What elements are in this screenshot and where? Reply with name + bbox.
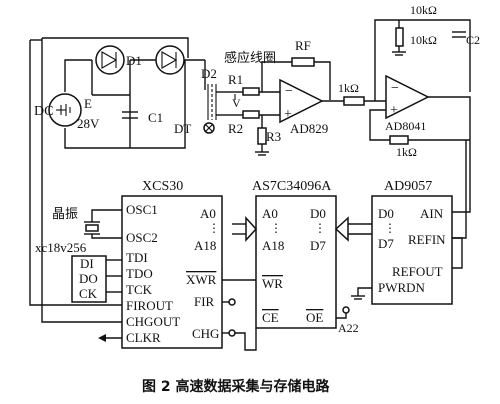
xcs30-pin-firout: FIROUT [126,298,173,313]
xcs30-pin-a18: A18 [194,238,216,253]
ad8041-label: AD8041 [385,119,426,133]
xcs30-pin-osc1: OSC1 [126,202,158,217]
diode-d1 [95,45,125,75]
capacitor-c1 [122,111,138,119]
rf-label: RF [295,38,311,53]
r-1k-b-label: 1kΩ [396,145,417,159]
sram-chip [255,195,337,329]
resistor-r2 [242,110,260,119]
r2-label: R2 [228,121,243,136]
opamp-ad8041 [385,74,430,120]
crystal-label: 晶振 [52,206,78,221]
diode-d2 [155,45,185,75]
ad829-label: AD829 [290,121,328,136]
adc-pin-dots: ⋮ [384,221,396,235]
xcs30-pin-chgout: CHGOUT [126,314,180,329]
voltage-label: 28V [77,116,100,131]
opamp-ad829 [279,78,324,124]
adc-pin-d7: D7 [378,236,394,251]
r3-label: R3 [266,129,281,144]
r-1k-a-label: 1kΩ [338,81,359,95]
r1-label: R1 [228,72,243,87]
resistor-10k-b [395,27,404,47]
prom-pin-di: DI [80,256,94,271]
ad829-minus: − [285,84,293,99]
r-10k-a-label: 10kΩ [410,3,437,17]
xcs30-pin-chg: CHG [192,326,219,341]
dc-label: DC [34,104,53,119]
sram-pin-ce: CE [262,310,279,325]
ad829-plus: + [284,107,292,122]
xcs30-pin-tdo: TDO [126,266,153,281]
d2-label: D2 [201,66,217,81]
prom-pin-do: DO [79,271,98,286]
adc-pin-d0: D0 [378,206,394,221]
c2-label: C2 [466,33,480,47]
ad8041-minus: − [391,81,399,96]
ad8041-plus: + [390,103,398,118]
resistor-1k-a [343,96,365,106]
xcs30-pin-osc2: OSC2 [126,230,158,245]
sram-pin-d0: D0 [310,206,326,221]
e-label: E [84,96,92,111]
adc-pin-ain: AIN [420,206,444,221]
sram-pin-a0: A0 [262,206,278,221]
sram-pin-dots-a: ⋮ [270,221,282,235]
address-bus-arrow [232,216,258,242]
v-label: V [232,96,241,110]
figure-caption: 图 2 高速数据采集与存储电路 [142,378,330,395]
adc-pin-refout: REFOUT [392,264,443,279]
xcs30-pin-dots: ⋮ [208,221,220,235]
xcs30-pin-clkr: CLKR [126,330,161,345]
dt-label: DT [174,121,191,136]
lamp-dt [203,122,215,134]
sram-pin-wr: WR [262,276,283,291]
prom-box [71,255,107,303]
sram-pin-dots-b: ⋮ [314,221,326,235]
adc-title: AD9057 [384,179,432,194]
adc-chip [371,195,453,305]
xcs30-chip [121,195,223,349]
d1-label: D1 [126,53,142,68]
resistor-1k-b [389,135,409,145]
sram-pin-oe: OE [306,310,323,325]
adc-pin-refin: REFIN [408,232,446,247]
coil-label: 感应线圈 [224,50,276,65]
xcs30-title: XCS30 [142,179,183,194]
gate-label: A22 [338,321,359,335]
resistor-r1 [242,87,260,96]
c1-label: C1 [148,110,163,125]
sensing-coil [207,84,217,120]
sram-title: AS7C34096A [252,179,332,194]
xcs30-pin-xwr: XWR [186,272,217,287]
dc-source [48,93,82,127]
prom-pin-ck: CK [79,286,98,301]
prom-chip-label: xc18v256 [35,240,87,255]
xcs30-pin-fir: FIR [194,294,215,309]
xcs30-pin-tck: TCK [126,282,153,297]
adc-pin-pwrdn: PWRDN [378,280,426,295]
data-bus-arrow [334,216,372,242]
sram-pin-d7: D7 [310,238,326,253]
r-10k-b-label: 10kΩ [410,33,437,47]
resistor-r3 [257,127,267,145]
crystal [84,209,122,239]
xcs30-pin-a0: A0 [200,206,216,221]
xcs30-pin-tdi: TDI [126,250,148,265]
sram-pin-a18: A18 [262,238,284,253]
resistor-rf [291,57,315,67]
